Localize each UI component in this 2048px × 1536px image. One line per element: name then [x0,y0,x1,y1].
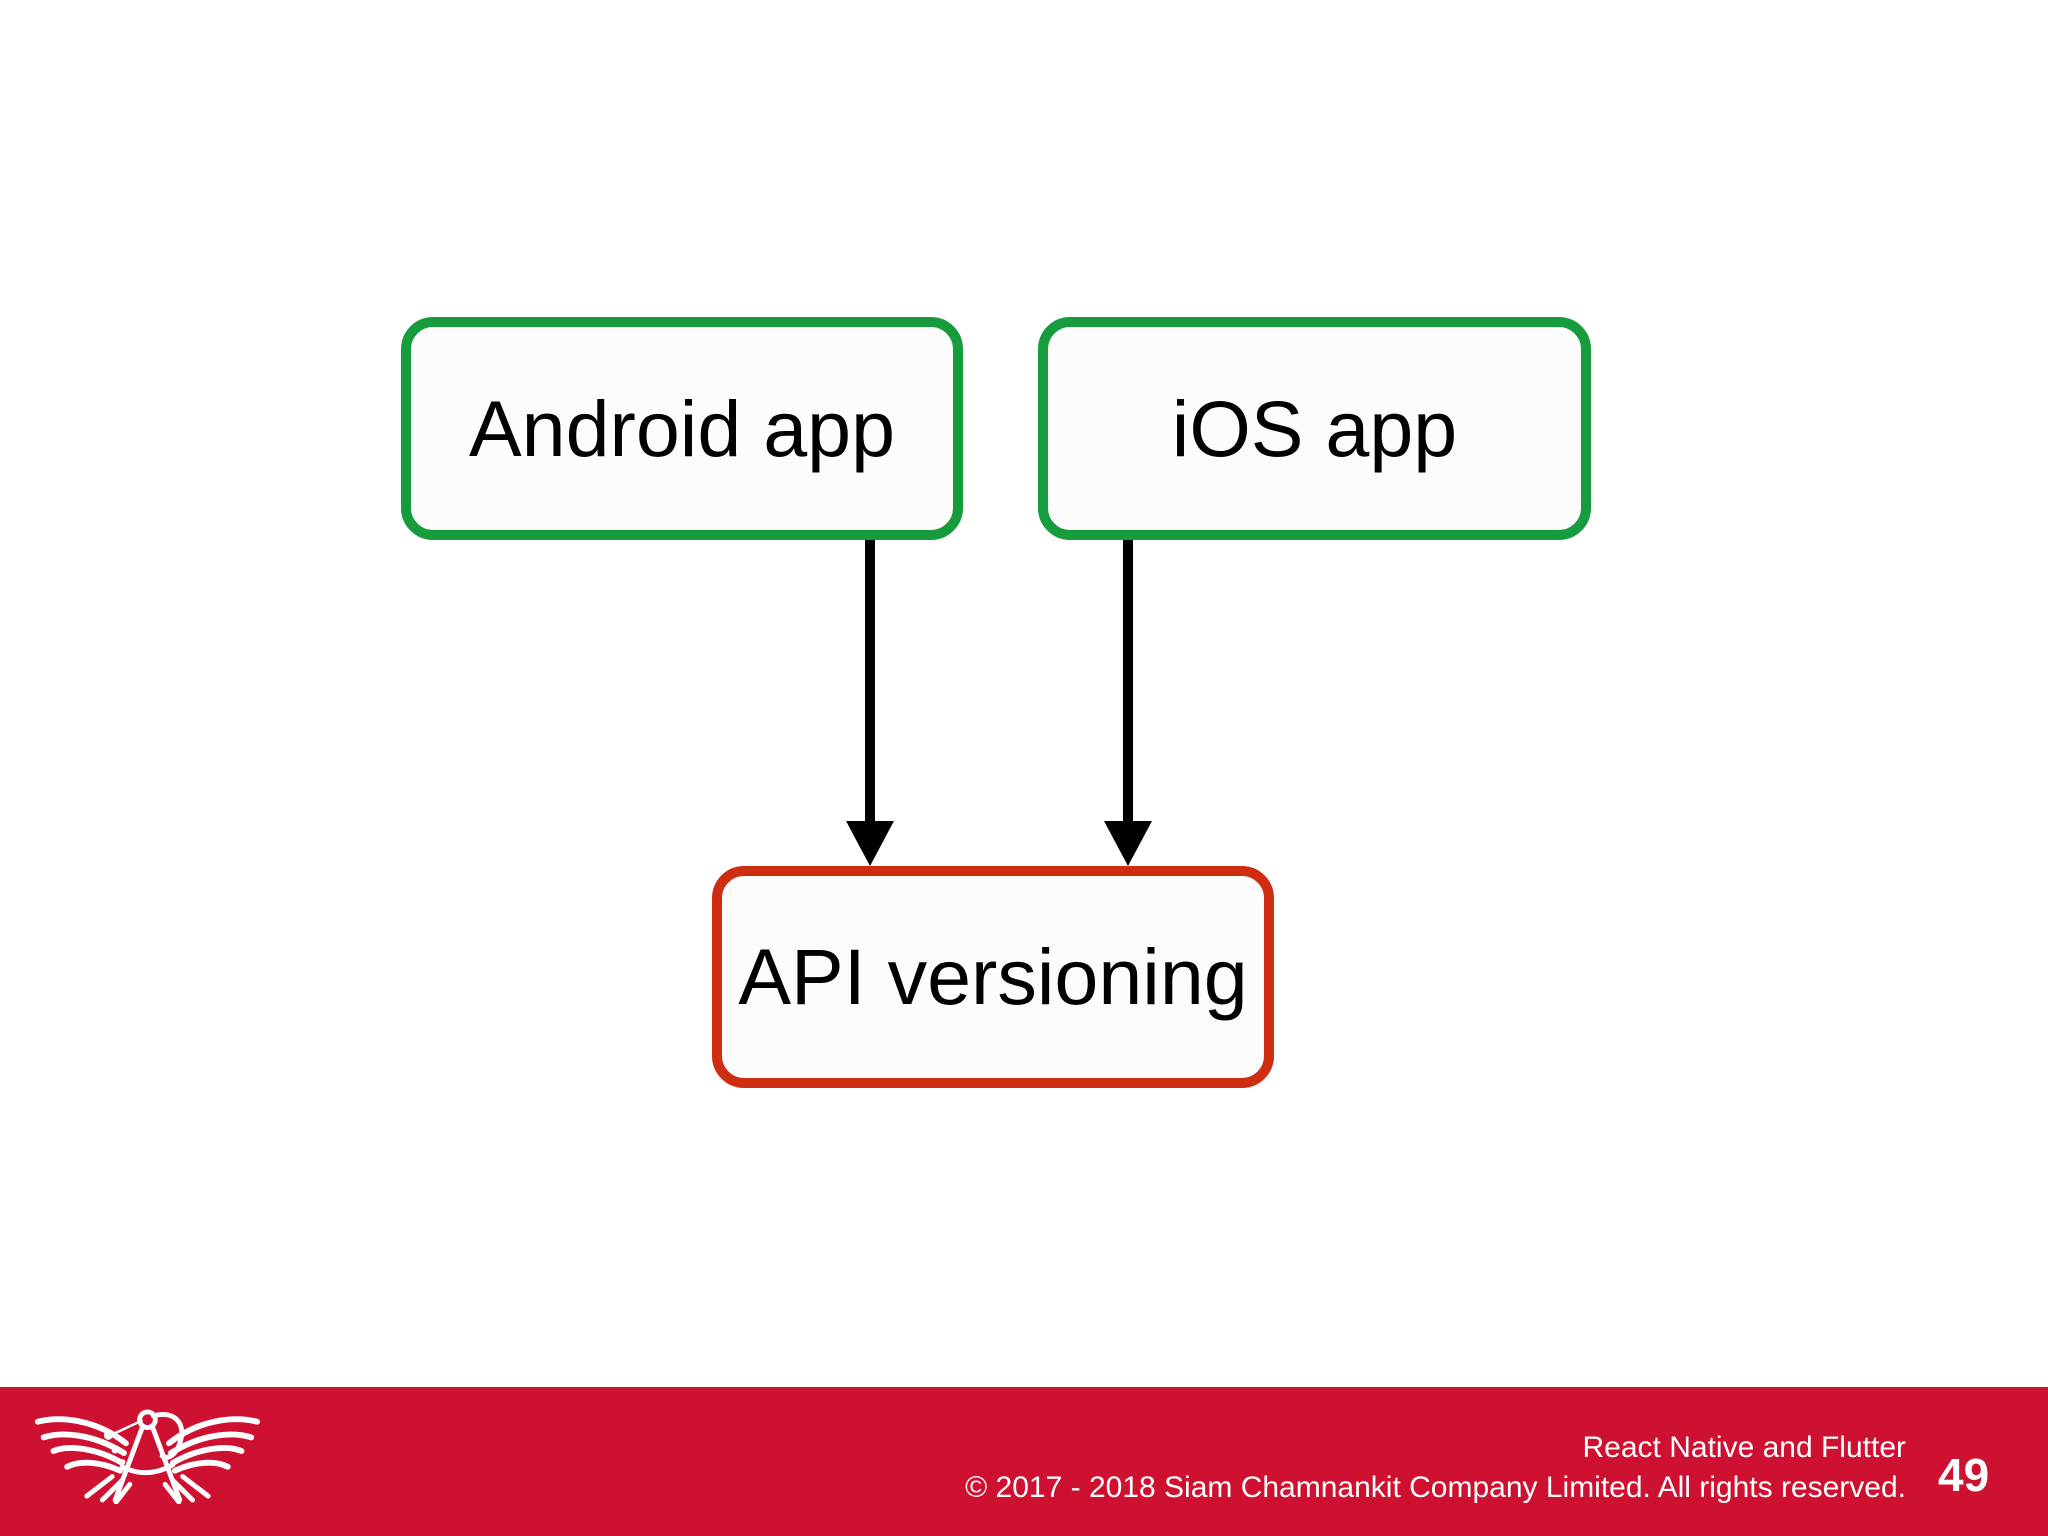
node-ios-app: iOS app [1038,317,1591,540]
node-ios-app-label: iOS app [1171,383,1458,473]
node-android-app: Android app [401,317,963,540]
winged-compass-logo-icon [34,1409,261,1504]
node-api-versioning-label: API versioning [738,932,1248,1021]
page-number: 49 [1938,1449,1990,1501]
node-api-versioning: API versioning [712,866,1274,1088]
footer-product-label: React Native and Flutter [1582,1431,1906,1464]
node-android-app-label: Android app [468,383,896,473]
footer-copyright: © 2017 - 2018 Siam Chamnankit Company Li… [965,1471,1906,1504]
arrow-android-to-api-line [865,540,875,823]
arrow-ios-to-api-line [1123,540,1133,823]
footer-text-block: React Native and Flutter © 2017 - 2018 S… [965,1428,1906,1508]
arrow-android-to-api-head-icon [846,821,894,866]
footer-bar: React Native and Flutter © 2017 - 2018 S… [0,1387,2048,1536]
arrow-ios-to-api-head-icon [1104,821,1152,866]
